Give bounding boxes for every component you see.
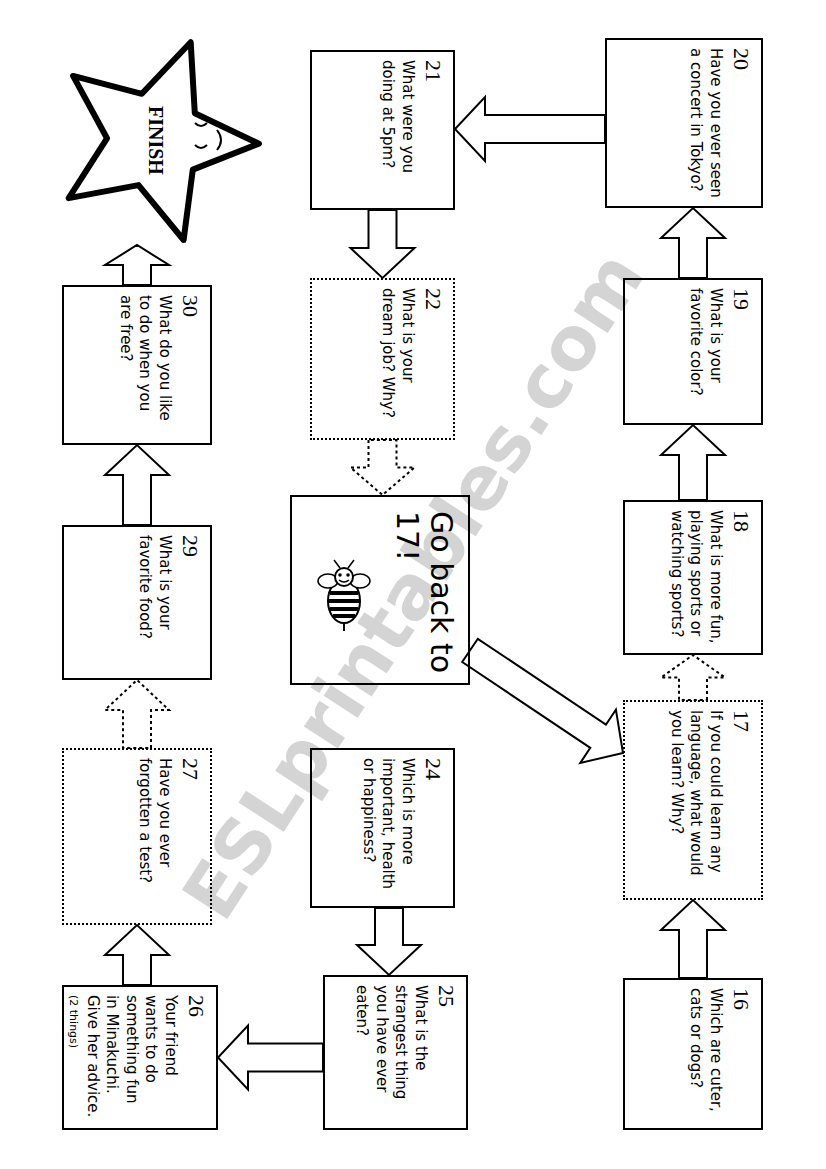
block-arrow [351, 440, 415, 495]
square-number: 16 [729, 988, 753, 1120]
block-arrow [105, 245, 169, 285]
question-square: 20Have you ever seen a concert in Tokyo? [605, 38, 763, 208]
square-number: 18 [729, 510, 753, 645]
question-text: Have you ever seen a concert in Tokyo? [686, 48, 725, 198]
block-arrow [462, 639, 623, 763]
question-text: If you could learn any language, what wo… [666, 710, 725, 890]
question-text: What is your dream job? Why? [378, 288, 417, 430]
question-square: 18What is more fun, playing sports or wa… [623, 500, 763, 655]
square-number: 17 [729, 710, 753, 890]
question-text: Have you ever forgotten a test? [135, 758, 174, 915]
square-number: 22 [421, 288, 445, 430]
square-number: 26 [184, 995, 208, 1120]
block-arrow [357, 908, 421, 975]
question-square: 16Which are cuter, cats or dogs? [623, 978, 763, 1130]
square-number: 19 [729, 288, 753, 415]
question-square: 22What is your dream job? Why? [310, 278, 455, 440]
finish-star: FINISH [45, 35, 265, 245]
finish-text: FINISH [144, 106, 167, 175]
question-text: What is the strangest thing you have eve… [352, 985, 430, 1120]
question-text: What is your favorite color? [686, 288, 725, 415]
square-number: 24 [421, 758, 445, 898]
block-arrow [105, 445, 169, 525]
block-arrow [661, 900, 725, 978]
question-square: 29What is your favorite food? [62, 525, 212, 680]
question-square: 24Which is more important, health or hap… [310, 748, 455, 908]
go-back-text: Go back to 17! [389, 511, 458, 676]
block-arrow [455, 97, 605, 161]
star-face [195, 123, 221, 150]
note-text: (2 things) [66, 995, 80, 1120]
square-number: 20 [729, 48, 753, 198]
block-arrow [218, 1026, 323, 1090]
question-text: What were you doing at 5pm? [378, 60, 417, 200]
question-text: Your friend wants to do something fun in… [82, 995, 180, 1120]
question-text: Which is more important, health or happi… [358, 758, 417, 898]
question-square: 21What were you doing at 5pm? [310, 50, 455, 210]
block-arrow [661, 425, 725, 500]
block-arrow [351, 210, 415, 278]
question-text: Which are cuter, cats or dogs? [686, 988, 725, 1120]
question-square: 30What do you like to do when you are fr… [62, 285, 212, 445]
question-square: 26Your friend wants to do something fun … [62, 985, 218, 1130]
question-text: What do you like to do when you are free… [115, 295, 174, 435]
square-number: 29 [178, 535, 202, 670]
star-shape [69, 42, 259, 240]
block-arrow [105, 680, 169, 748]
block-arrow [661, 655, 725, 700]
square-number: 27 [178, 758, 202, 915]
question-square: 17If you could learn any language, what … [623, 700, 763, 900]
question-square: 25What is the strangest thing you have e… [323, 975, 468, 1130]
square-number: 30 [178, 295, 202, 435]
question-text: What is your favorite food? [135, 535, 174, 670]
go-back-square: Go back to 17! [290, 495, 470, 685]
square-number: 25 [434, 985, 458, 1120]
question-square: 19What is your favorite color? [623, 278, 763, 425]
bee-illustration [304, 557, 384, 637]
square-number: 21 [421, 60, 445, 200]
question-text: What is more fun, playing sports or watc… [666, 510, 725, 645]
block-arrow [661, 208, 725, 278]
block-arrow [105, 925, 169, 985]
question-square: 27Have you ever forgotten a test? [62, 748, 212, 925]
